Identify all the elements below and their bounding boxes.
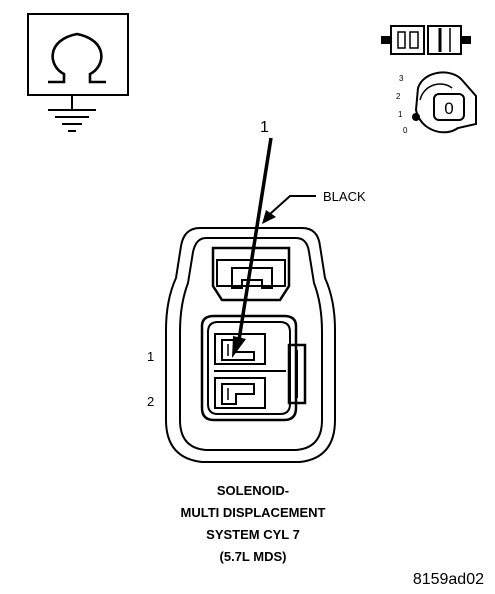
ignition-off-icon	[412, 71, 477, 134]
pin-label-2: 2	[147, 394, 154, 409]
disconnected-connector-icon	[381, 25, 471, 55]
connector-body	[165, 227, 336, 463]
callout-number: 1	[260, 119, 269, 136]
caption-line-4: (5.7L MDS)	[220, 549, 287, 564]
ignition-position-1: 1	[398, 110, 403, 119]
figure-id: 8159ad02	[413, 571, 484, 588]
wire-color-leader	[262, 195, 316, 224]
wire-color-label: BLACK	[323, 189, 366, 204]
ignition-key-label: 0	[444, 99, 453, 118]
caption-line-3: SYSTEM CYL 7	[206, 527, 300, 542]
ignition-position-3: 3	[399, 74, 404, 83]
caption-line-2: MULTI DISPLACEMENT	[181, 505, 326, 520]
caption-line-1: SOLENOID-	[217, 483, 289, 498]
ignition-position-0: 0	[403, 126, 408, 135]
pin-label-1: 1	[147, 349, 154, 364]
ignition-position-2: 2	[396, 92, 401, 101]
ohmmeter-ground-icon	[27, 13, 129, 132]
